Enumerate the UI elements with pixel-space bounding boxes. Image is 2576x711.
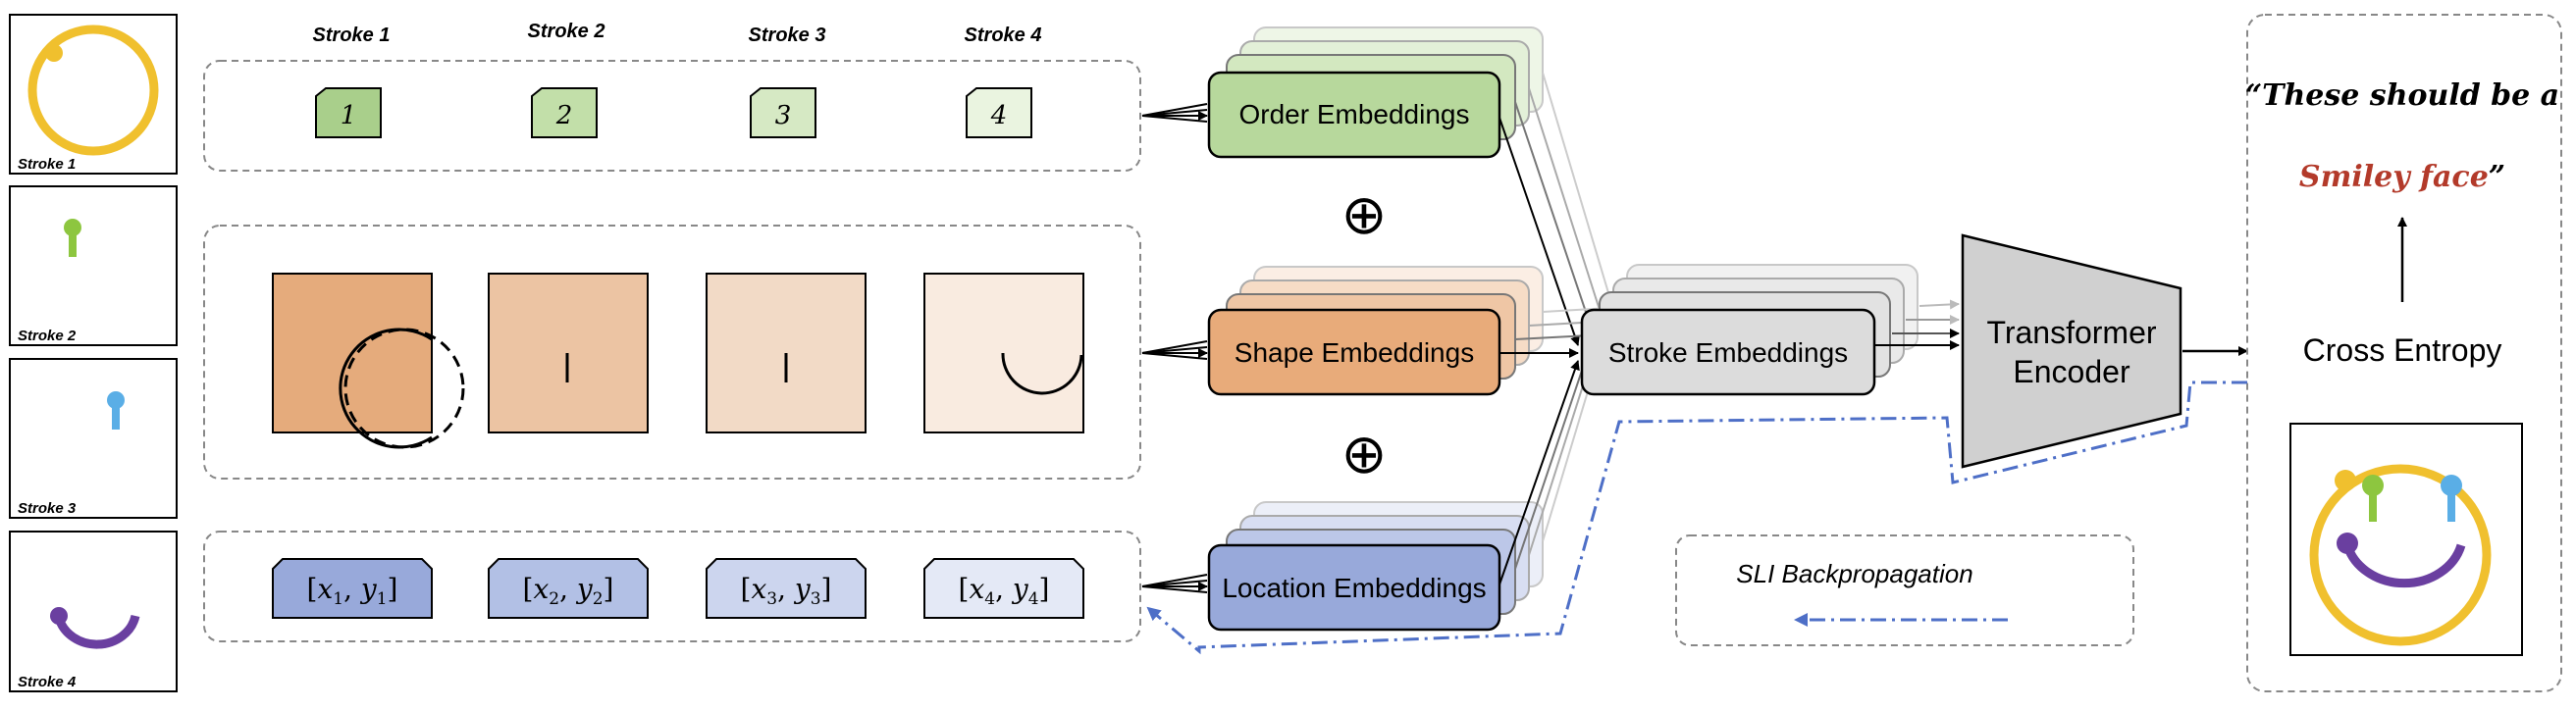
legend-box: SLI Backpropagation bbox=[1675, 534, 2134, 646]
order-header: Stroke 4 bbox=[965, 25, 1042, 46]
order-header: Stroke 2 bbox=[528, 21, 605, 42]
stroke-panel-label: Stroke 2 bbox=[18, 328, 77, 344]
blue-dash-stroke-icon bbox=[107, 391, 125, 430]
quote-line-2: Smiley face” bbox=[2299, 160, 2505, 194]
stroke-panel-label: Stroke 3 bbox=[18, 500, 77, 517]
stroke-embeddings-stack: Stroke Embeddings bbox=[1580, 264, 1919, 396]
encoder-label-line2: Encoder bbox=[2013, 354, 2130, 389]
yellow-circle-stroke-icon bbox=[27, 25, 159, 156]
stroke-panel-2: Stroke 2 bbox=[9, 185, 178, 346]
svg-text:2: 2 bbox=[555, 101, 573, 130]
loss-panel: “These should be a Smiley face” Cross En… bbox=[2245, 14, 2562, 692]
transformer-encoder: Transformer Encoder bbox=[1961, 233, 2182, 469]
location-token-3: [x3, y3] bbox=[706, 558, 867, 619]
stroke-panel-3: Stroke 3 bbox=[9, 358, 178, 519]
location-row: [x1, y1] [x2, y2] [x3, y3] [x4, y4] bbox=[203, 531, 1141, 642]
plus-sum-icon: ⊕ bbox=[1341, 183, 1388, 245]
svg-text:4: 4 bbox=[990, 101, 1008, 130]
stroke-embeddings-label: Stroke Embeddings bbox=[1608, 337, 1848, 368]
shape-token-4 bbox=[923, 273, 1084, 433]
legend-label: SLI Backpropagation bbox=[1736, 559, 1972, 588]
location-embeddings-label: Location Embeddings bbox=[1222, 573, 1486, 603]
stroke-panel-1: Stroke 1 bbox=[9, 14, 178, 175]
plus-sum-icon: ⊕ bbox=[1341, 423, 1388, 484]
stroke-panel-label: Stroke 4 bbox=[18, 674, 77, 690]
stroke-panel-4: Stroke 4 bbox=[9, 531, 178, 692]
shape-row bbox=[203, 225, 1141, 480]
order-token-3: 3 bbox=[750, 87, 816, 138]
location-token-4: [x4, y4] bbox=[923, 558, 1084, 619]
stroke-panel-label: Stroke 1 bbox=[18, 156, 76, 173]
cross-entropy-label: Cross Entropy bbox=[2303, 332, 2502, 368]
shape-token-3 bbox=[706, 273, 867, 433]
svg-text:1: 1 bbox=[341, 101, 357, 130]
svg-text:3: 3 bbox=[775, 101, 792, 130]
green-dash-stroke-icon bbox=[64, 219, 81, 257]
order-row: Stroke 1 Stroke 2 Stroke 3 Stroke 4 1 2 … bbox=[203, 21, 1141, 172]
location-token-1: [x1, y1] bbox=[272, 558, 433, 619]
order-header: Stroke 1 bbox=[313, 25, 391, 46]
row-to-embedding-arrows bbox=[1141, 103, 1208, 593]
to-encoder-arrows bbox=[1874, 299, 1960, 350]
shape-token-2 bbox=[488, 273, 649, 433]
order-header: Stroke 3 bbox=[749, 25, 826, 46]
smiley-face-output bbox=[2289, 423, 2523, 656]
shape-token-1 bbox=[272, 273, 465, 449]
order-token-2: 2 bbox=[531, 87, 598, 138]
order-embeddings-stack: Order Embeddings bbox=[1207, 26, 1544, 159]
purple-arc-stroke-icon bbox=[50, 607, 140, 649]
order-token-1: 1 bbox=[315, 87, 382, 138]
encoder-label-line1: Transformer bbox=[1986, 315, 2156, 350]
order-token-4: 4 bbox=[966, 87, 1032, 138]
svg-text:[x1, y1]: [x1, y1] bbox=[307, 573, 398, 609]
sli-backprop-path bbox=[1146, 381, 2247, 655]
shape-embeddings-label: Shape Embeddings bbox=[1235, 337, 1474, 368]
location-embeddings-stack: Location Embeddings bbox=[1207, 501, 1544, 632]
quote-line-1: “These should be a bbox=[2245, 78, 2559, 113]
location-token-2: [x2, y2] bbox=[488, 558, 649, 619]
shape-embeddings-stack: Shape Embeddings bbox=[1207, 266, 1544, 396]
order-embeddings-label: Order Embeddings bbox=[1238, 99, 1469, 129]
